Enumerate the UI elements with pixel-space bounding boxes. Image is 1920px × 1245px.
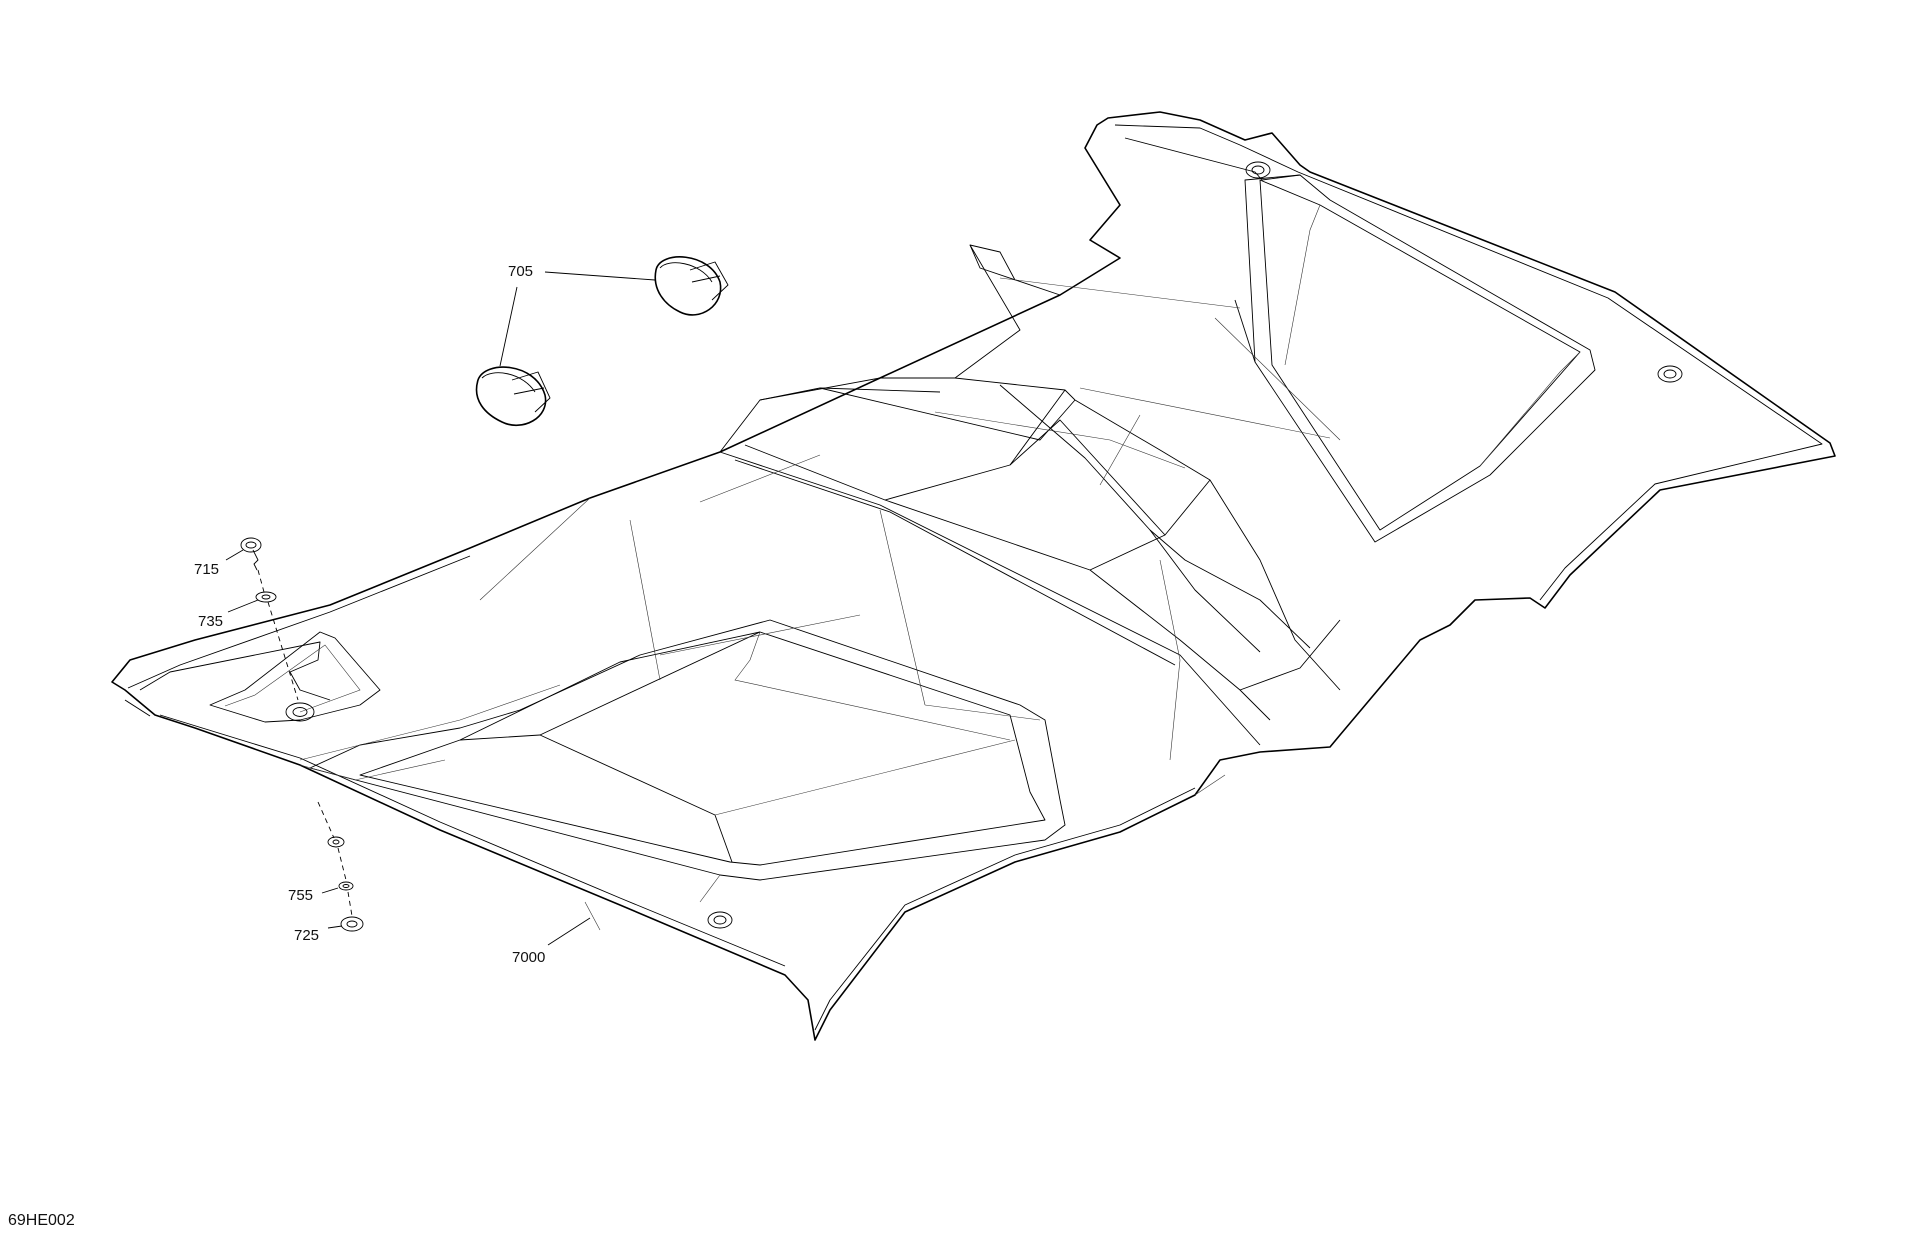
callout-7000: 7000 <box>512 949 545 966</box>
leader-715 <box>225 549 244 561</box>
leader-735 <box>227 599 259 613</box>
front-roof-well <box>309 619 1066 881</box>
fastener-735-washer <box>255 591 277 603</box>
leader-7000 <box>547 917 591 946</box>
fastener-725-nut <box>340 916 364 932</box>
leader-725 <box>327 925 343 929</box>
rear-right-insert <box>1657 365 1683 383</box>
rear-center-insert <box>1245 161 1271 179</box>
document-code: 69HE002 <box>8 1212 75 1229</box>
rear-roof-well <box>1244 174 1596 543</box>
assembly-line-upper <box>257 569 299 701</box>
roof-panel <box>111 111 1836 1041</box>
leader-705-b <box>499 286 518 367</box>
callout-715: 715 <box>194 561 219 578</box>
leader-705-a <box>544 271 656 281</box>
callout-705: 705 <box>508 263 533 280</box>
fastener-715-screw <box>240 537 262 571</box>
roof-outline <box>111 111 1836 1041</box>
strap-clamp-upper <box>654 256 729 316</box>
callout-735: 735 <box>198 613 223 630</box>
left-screw-pocket <box>209 631 381 723</box>
strap-clamp-lower <box>475 366 551 427</box>
front-insert <box>707 911 733 929</box>
fastener-755-washer-a <box>327 836 345 848</box>
assembly-line-lower <box>317 801 353 917</box>
callout-755: 755 <box>288 887 313 904</box>
fastener-755-washer-b <box>338 881 354 891</box>
leader-755 <box>321 887 339 894</box>
left-insert <box>285 702 315 722</box>
callout-725: 725 <box>294 927 319 944</box>
